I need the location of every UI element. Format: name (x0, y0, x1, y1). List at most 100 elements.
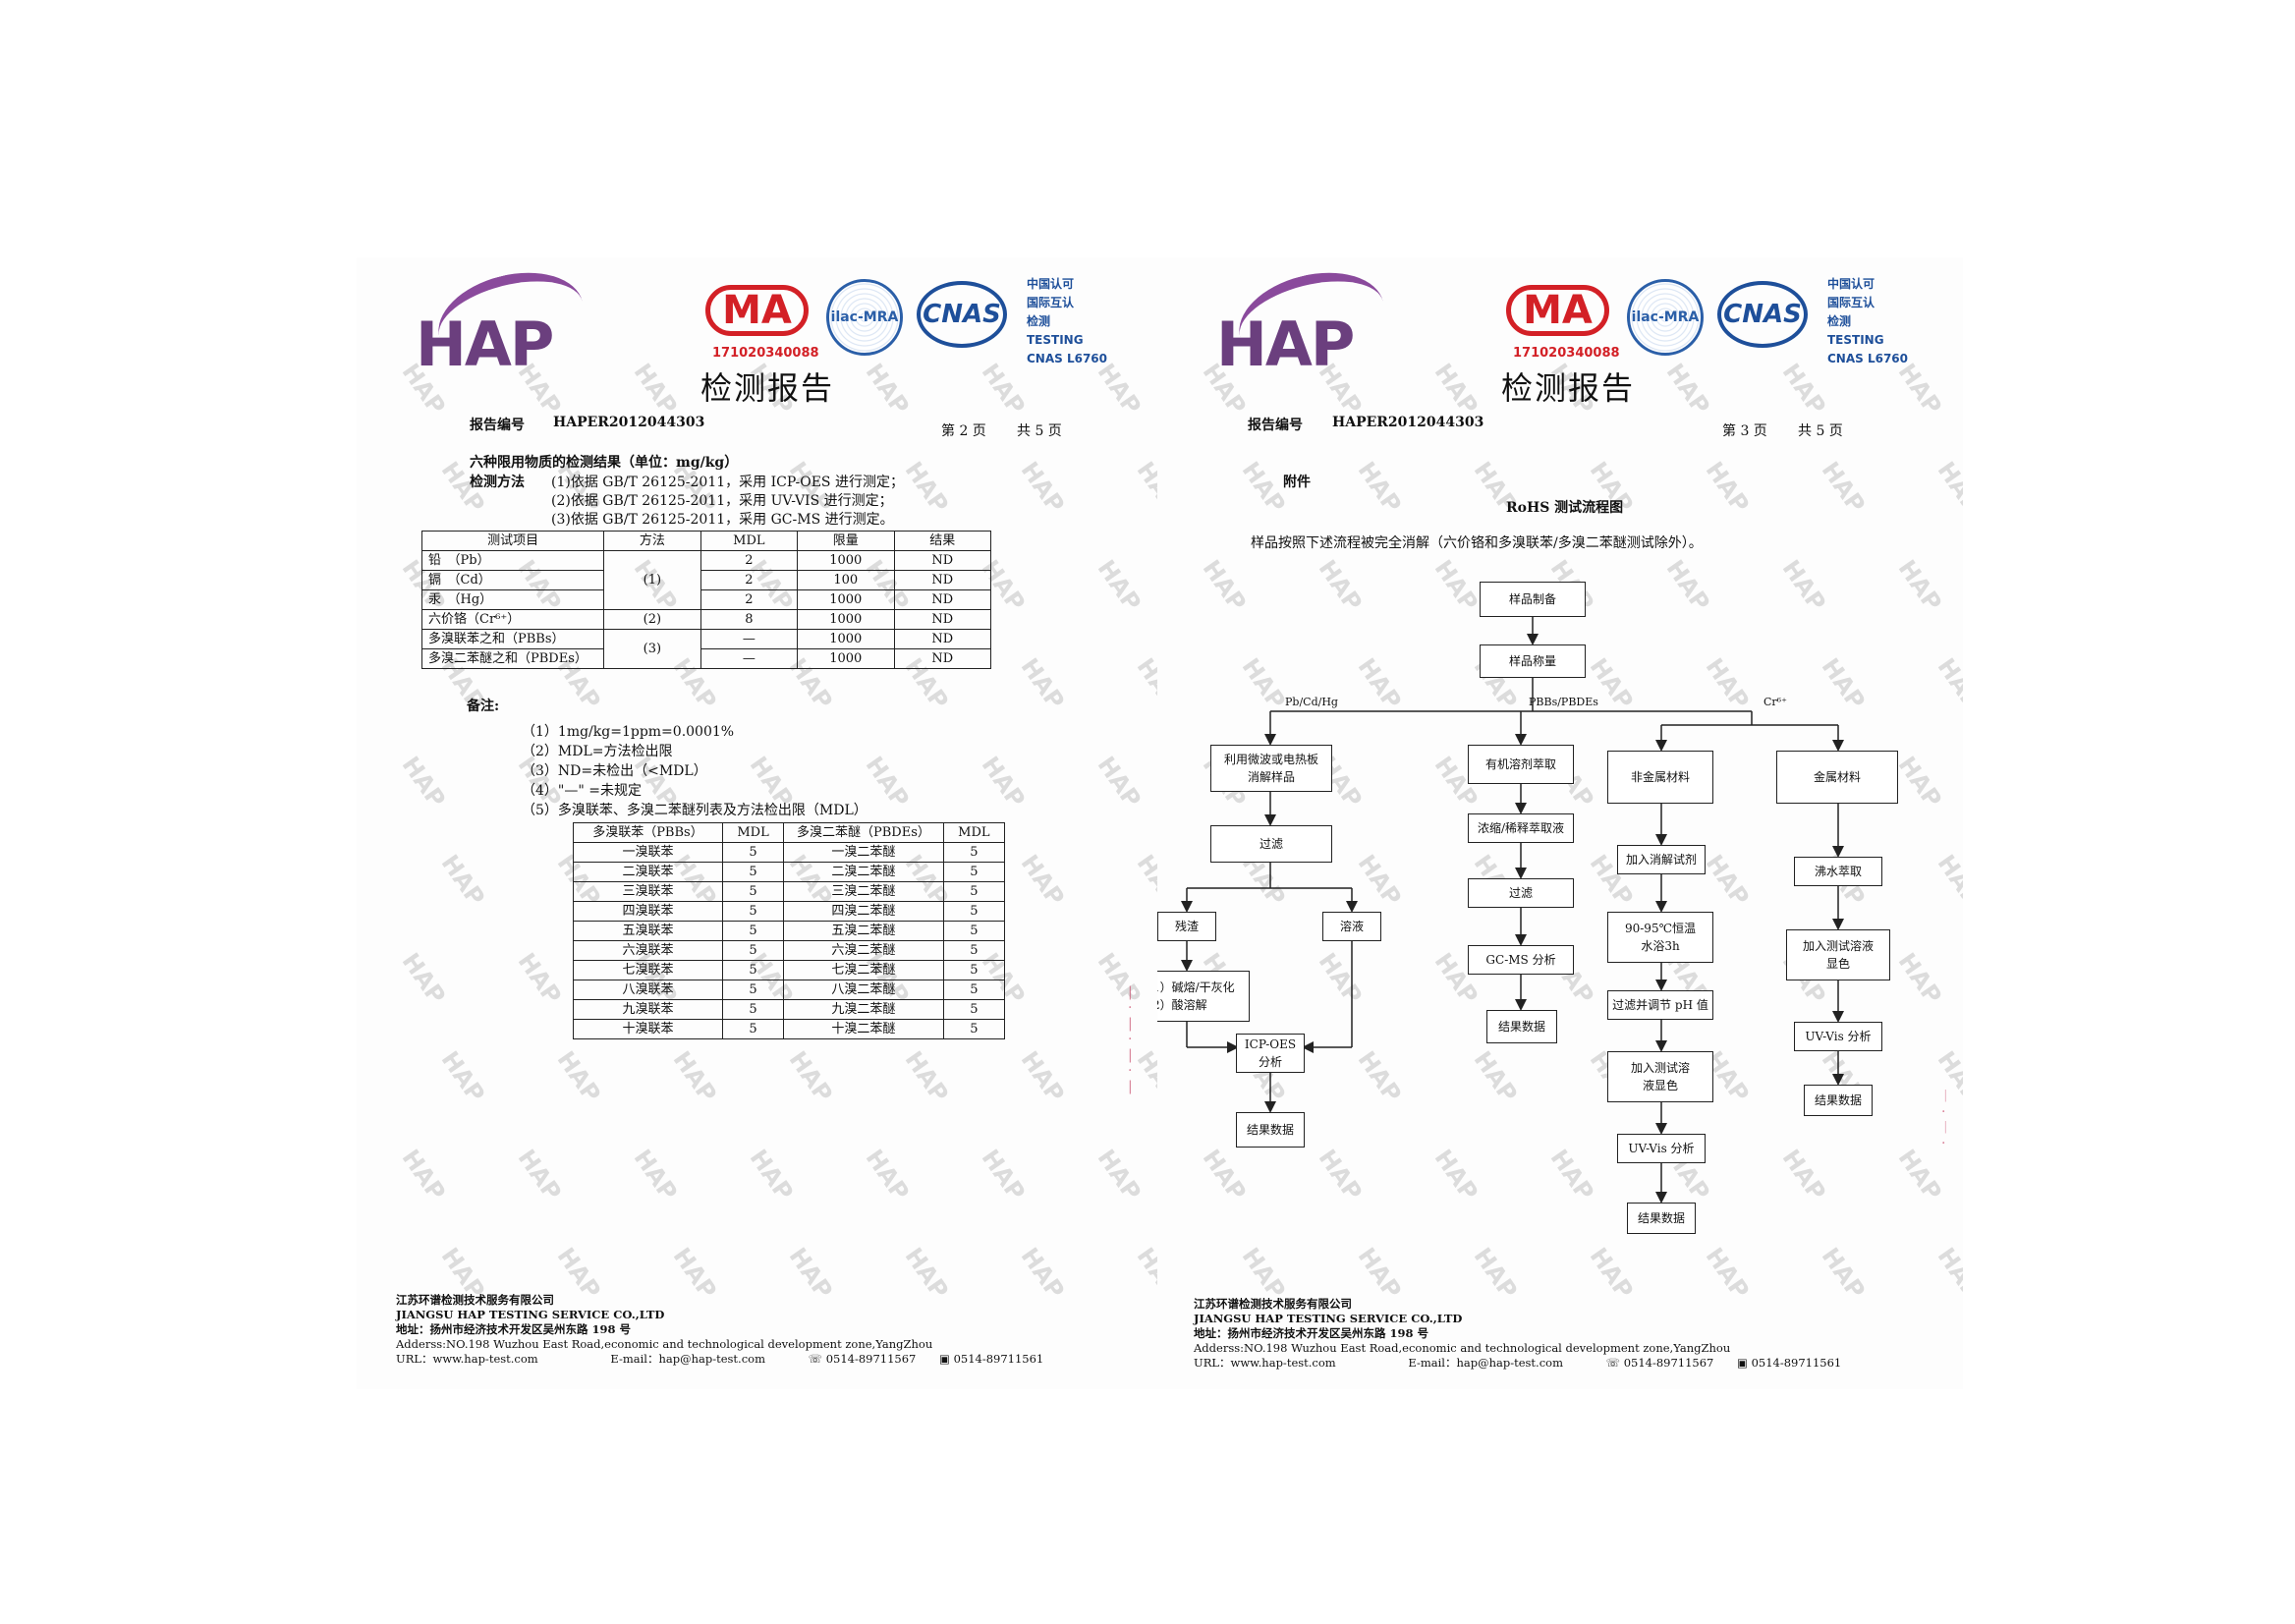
footer-url[interactable]: URL：www.hap-test.com (1194, 1356, 1336, 1370)
table-cell: 1000 (797, 589, 895, 610)
cnas-note-line: CNAS L6760 (1027, 352, 1108, 365)
hap-logo: HAP (1216, 258, 1394, 380)
phone-icon: ☏ (808, 1352, 823, 1366)
flow-box-result-c: 结果数据 (1627, 1203, 1696, 1234)
footer-company-cn: 江苏环谱检测技术服务有限公司 (396, 1293, 554, 1307)
table-header: MDL (942, 822, 1006, 843)
flow-box-water-bath: 90-95℃恒温水浴3h (1607, 912, 1713, 963)
table-cell: (1) (603, 550, 701, 610)
table-row: 镉 （Cd） 2 100 ND (420, 570, 992, 590)
table-cell: — (700, 629, 799, 649)
ilac-mra-logo: ilac-MRA (1627, 279, 1704, 356)
cnas-note-line: CNAS L6760 (1827, 352, 1909, 365)
watermark-hap: HAP (628, 358, 683, 420)
flow-box-uv-vis-metal: UV-Vis 分析 (1794, 1022, 1882, 1051)
cnas-note-line: 中国认可 (1827, 277, 1875, 291)
seal-stamp-edge: ᛁ·ᛁ· (1941, 1089, 1950, 1151)
flow-box-uv-vis: UV-Vis 分析 (1617, 1134, 1706, 1163)
table-cell: 1000 (797, 609, 895, 630)
table-cell: 三溴二苯醚 (783, 881, 944, 902)
flow-box-solvent-extraction: 有机溶剂萃取 (1468, 745, 1574, 784)
table-cell: (3) (603, 629, 701, 669)
table-cell: 七溴二苯醚 (783, 960, 944, 980)
table-cell: 5 (721, 842, 785, 863)
watermark-hap: HAP (899, 456, 954, 519)
note-line: （3）ND=未检出（<MDL） (522, 763, 707, 779)
table-cell: 四溴二苯醚 (783, 901, 944, 922)
watermark-hap: HAP (435, 849, 490, 912)
watermark-hap: HAP (551, 1045, 606, 1108)
table-cell: 1000 (797, 648, 895, 669)
watermark-hap: HAP (744, 1144, 799, 1206)
flow-box-concentrate: 浓缩/稀释萃取液 (1468, 813, 1574, 843)
page-number: 第 3 页 (1722, 423, 1767, 439)
table-cell: 5 (721, 940, 785, 961)
annex-label: 附件 (1283, 475, 1311, 490)
watermark-hap: HAP (512, 1144, 567, 1206)
table-cell: ND (893, 629, 992, 649)
watermark-hap: HAP (860, 751, 915, 813)
table-cell: 100 (797, 570, 895, 590)
flow-box-add-digest-reagent: 加入消解试剂 (1617, 845, 1706, 874)
method-line: (3)依据 GB/T 26125-2011，采用 GC-MS 进行测定。 (551, 512, 894, 528)
table-cell: 5 (721, 1019, 785, 1039)
table-cell: 5 (721, 960, 785, 980)
footer-address-en: Adderss:NO.198 Wuzhou East Road,economic… (1194, 1341, 1731, 1355)
note-line: （2）MDL=方法检出限 (522, 744, 673, 759)
table-cell: 5 (942, 842, 1006, 863)
table-cell: 5 (942, 999, 1006, 1020)
watermark-hap: HAP (628, 1144, 683, 1206)
watermark-hap: HAP (1015, 456, 1070, 519)
table-cell: 5 (721, 901, 785, 922)
watermark-hap: HAP (435, 1045, 490, 1108)
table-row: 六价铬（Cr⁶⁺） (2) 8 1000 ND (420, 609, 992, 630)
watermark-hap: HAP (976, 751, 1031, 813)
watermark-hap: HAP (512, 947, 567, 1010)
cnas-note-line: 国际互认 (1827, 296, 1875, 309)
table-cell: 二溴二苯醚 (783, 862, 944, 882)
table-cell: 多溴联苯之和（PBBs） (420, 629, 605, 649)
table-cell: 九溴二苯醚 (783, 999, 944, 1020)
table-cell: 五溴二苯醚 (783, 921, 944, 941)
table-cell: 六价铬（Cr⁶⁺） (420, 609, 605, 630)
footer-url[interactable]: URL：www.hap-test.com (396, 1352, 538, 1366)
note-line: （5）多溴联苯、多溴二苯醚列表及方法检出限（MDL） (522, 803, 868, 818)
hap-logo-text: HAP (416, 308, 554, 380)
table-header-row: 多溴联苯（PBBs） MDL 多溴二苯醚（PBDEs） MDL (573, 822, 1006, 843)
flow-box-result-d: 结果数据 (1804, 1085, 1873, 1116)
table-cell: 5 (942, 921, 1006, 941)
table-header: MDL (721, 822, 785, 843)
flow-box-icp-oes: ICP-OES 分析 (1236, 1034, 1305, 1073)
page-number: 第 2 页 (941, 423, 986, 439)
footer-fax: 0514-89711561 (1751, 1356, 1842, 1370)
table-row: 铅 （Pb） (1) 2 1000 ND (420, 550, 992, 610)
table-cell: 2 (700, 550, 799, 571)
flow-box-filter: 过滤 (1210, 825, 1332, 863)
flow-box-ph-adjust: 过滤并调节 pH 值 (1607, 990, 1713, 1020)
flow-box-digestion: 利用微波或电热板消解样品 (1210, 745, 1332, 792)
flow-connectors (1181, 617, 1844, 1204)
cnas-note: 中国认可 国际互认 检测 TESTING CNAS L6760 (1827, 275, 1908, 368)
table-cell: 5 (942, 862, 1006, 882)
table-cell: 1000 (797, 629, 895, 649)
branch-label-pbb-pbde: PBBs/PBDEs (1529, 696, 1598, 708)
table-cell: 2 (700, 589, 799, 610)
table-cell: 1000 (797, 550, 895, 571)
table-row: 多溴二苯醚之和（PBDEs） — 1000 ND (420, 648, 992, 669)
footer-company-en: JIANGSU HAP TESTING SERVICE CO.,LTD (396, 1308, 665, 1321)
flow-box-solution: 溶液 (1322, 912, 1381, 941)
cnas-note-line: 检测 (1827, 314, 1852, 328)
table-cell: 5 (942, 901, 1006, 922)
footer-email[interactable]: E-mail：hap@hap-test.com (1408, 1356, 1563, 1370)
cnas-note-line: TESTING (1027, 333, 1084, 347)
table-cell: 六溴联苯 (573, 940, 723, 961)
flow-box-color-develop-metal: 加入测试溶液显色 (1786, 929, 1890, 980)
footer-email[interactable]: E-mail：hap@hap-test.com (610, 1352, 765, 1366)
